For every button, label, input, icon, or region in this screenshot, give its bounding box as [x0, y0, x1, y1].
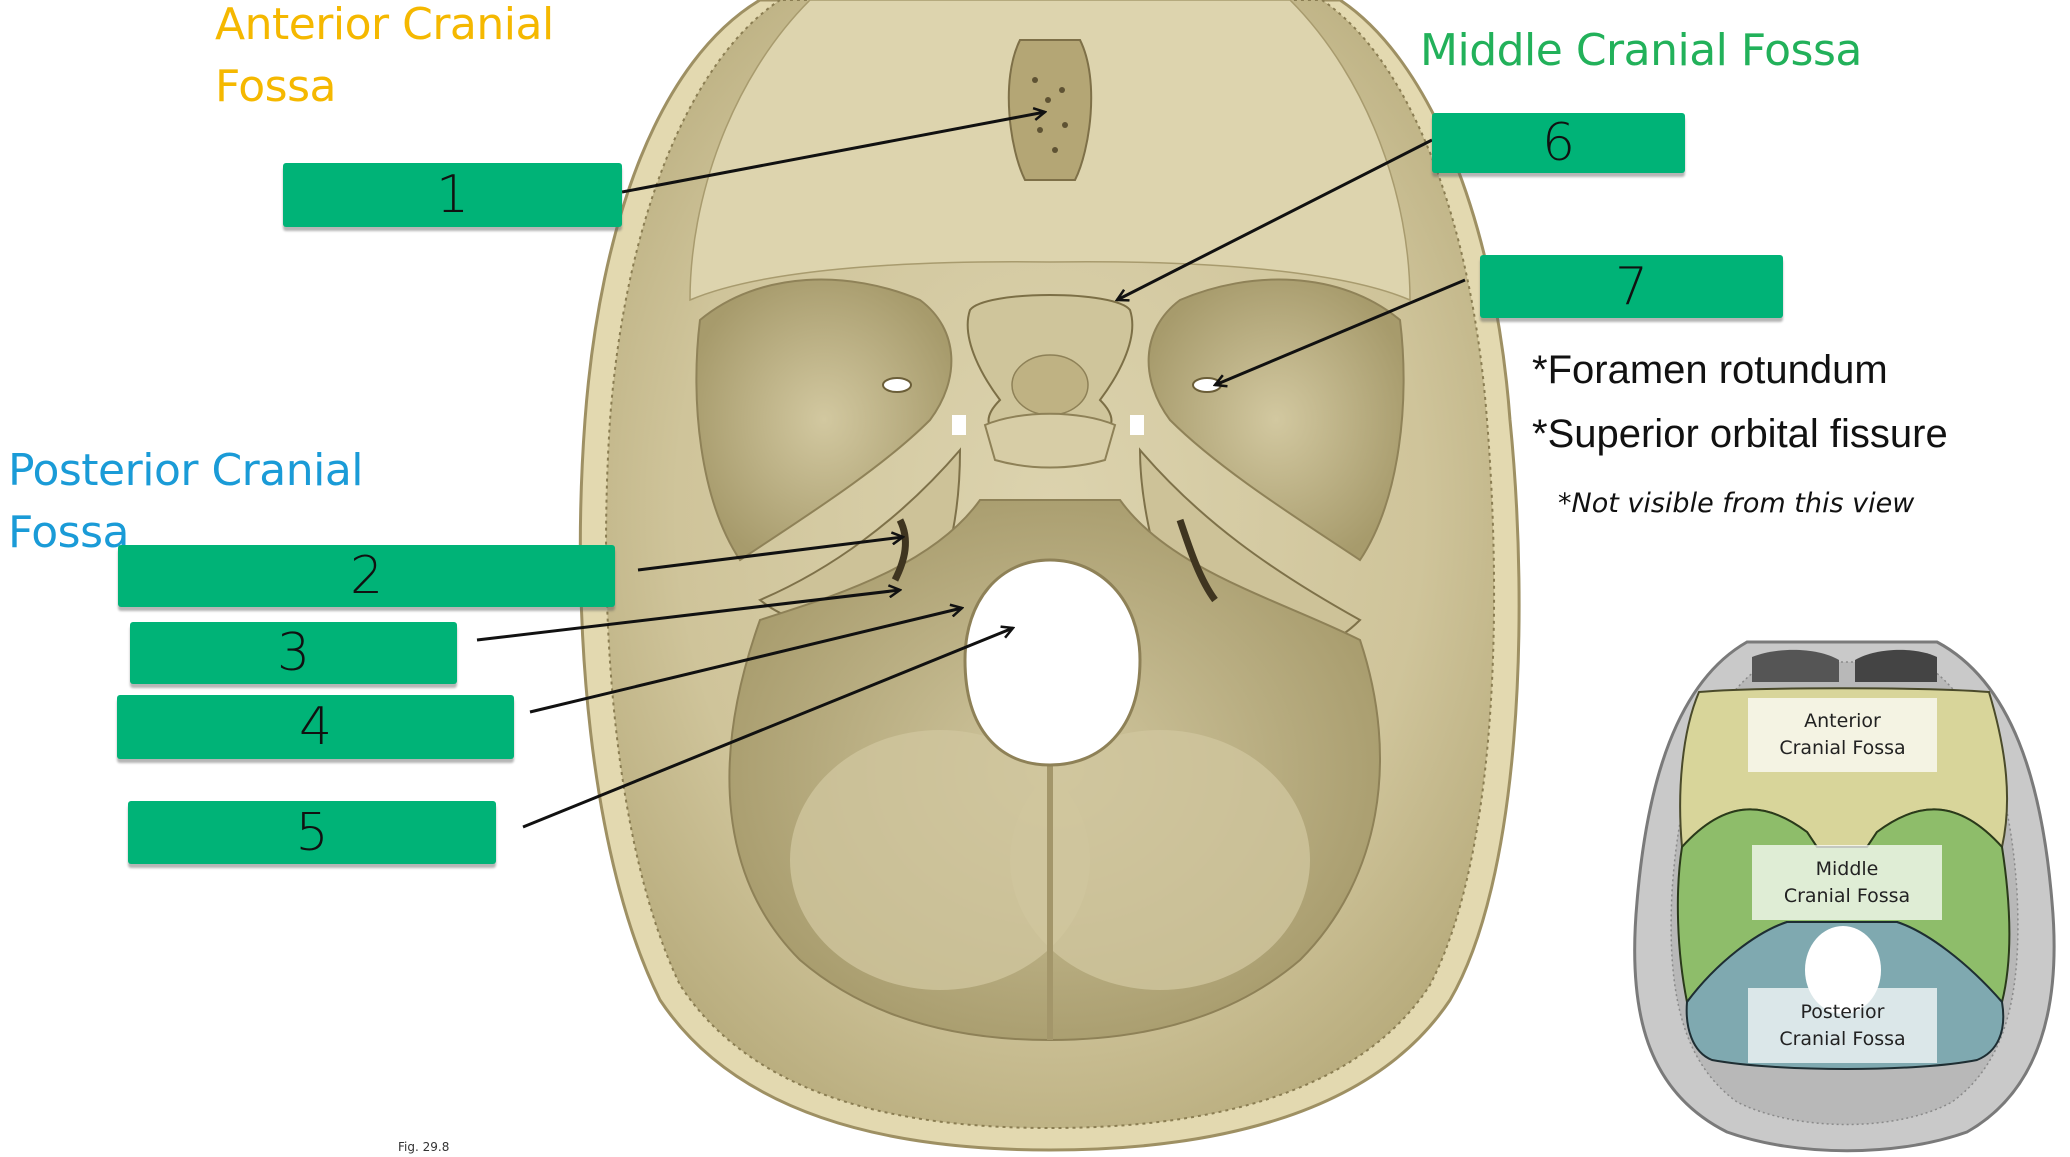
pointer-7: [1215, 278, 1466, 385]
pointer-6: [1117, 138, 1433, 300]
label-box-4[interactable]: 4: [117, 695, 514, 759]
figure-caption: Fig. 29.8: [398, 1140, 450, 1154]
posterior-title-line2: Fossa: [8, 507, 129, 558]
label-number: 7: [1614, 256, 1649, 317]
inset-label-middle: Middle Cranial Fossa: [1752, 845, 1942, 920]
inset-middle-line2: Cranial Fossa: [1783, 884, 1911, 907]
middle-fossa-right: [1147, 278, 1405, 562]
inset-fossa-diagram: Anterior Cranial Fossa Middle Cranial Fo…: [1617, 632, 2069, 1157]
inset-anterior-line2: Cranial Fossa: [1779, 737, 1906, 759]
anterior-title-line2: Fossa: [215, 61, 336, 112]
label-number: 1: [435, 165, 470, 225]
inset-middle-line1: Middle: [1815, 857, 1879, 880]
note-foramen-rotundum: *Foramen rotundum: [1532, 348, 1888, 392]
foramen-magnum: [963, 558, 1142, 767]
inset-label-posterior: Posterior Cranial Fossa: [1748, 988, 1937, 1063]
posterior-fossa-title: Posterior Cranial Fossa: [8, 440, 364, 564]
anterior-fossa-title: Anterior Cranial Fossa: [215, 0, 554, 118]
middle-fossa-title: Middle Cranial Fossa: [1420, 20, 1862, 82]
label-box-2[interactable]: 2: [118, 545, 615, 607]
inset-anterior-line1: Anterior: [1804, 710, 1881, 732]
posterior-title-line1: Posterior Cranial: [8, 445, 364, 496]
note-not-visible: *Not visible from this view: [1558, 488, 1915, 519]
pointer-2: [637, 537, 903, 572]
label-box-6[interactable]: 6: [1432, 113, 1685, 173]
middle-title-text: Middle Cranial Fossa: [1420, 25, 1862, 76]
inset-posterior-line2: Cranial Fossa: [1779, 1027, 1906, 1050]
inset-posterior-line1: Posterior: [1800, 1000, 1885, 1023]
note-superior-orbital-fissure: *Superior orbital fissure: [1532, 412, 1948, 456]
label-box-3[interactable]: 3: [130, 622, 457, 684]
pointer-4: [529, 608, 962, 714]
label-number: 5: [295, 802, 329, 863]
label-number: 2: [349, 546, 384, 606]
label-number: 6: [1541, 113, 1576, 173]
label-number: 3: [276, 623, 311, 683]
label-box-1[interactable]: 1: [283, 163, 622, 227]
label-box-5[interactable]: 5: [128, 801, 496, 864]
pointer-5: [522, 628, 1013, 829]
anterior-title-line1: Anterior Cranial: [215, 0, 554, 50]
label-number: 4: [298, 697, 333, 757]
label-box-7[interactable]: 7: [1480, 255, 1783, 318]
middle-fossa-left: [695, 278, 953, 562]
pointer-1: [621, 112, 1045, 194]
pointer-3: [476, 590, 900, 642]
inset-label-anterior: Anterior Cranial Fossa: [1748, 698, 1937, 772]
